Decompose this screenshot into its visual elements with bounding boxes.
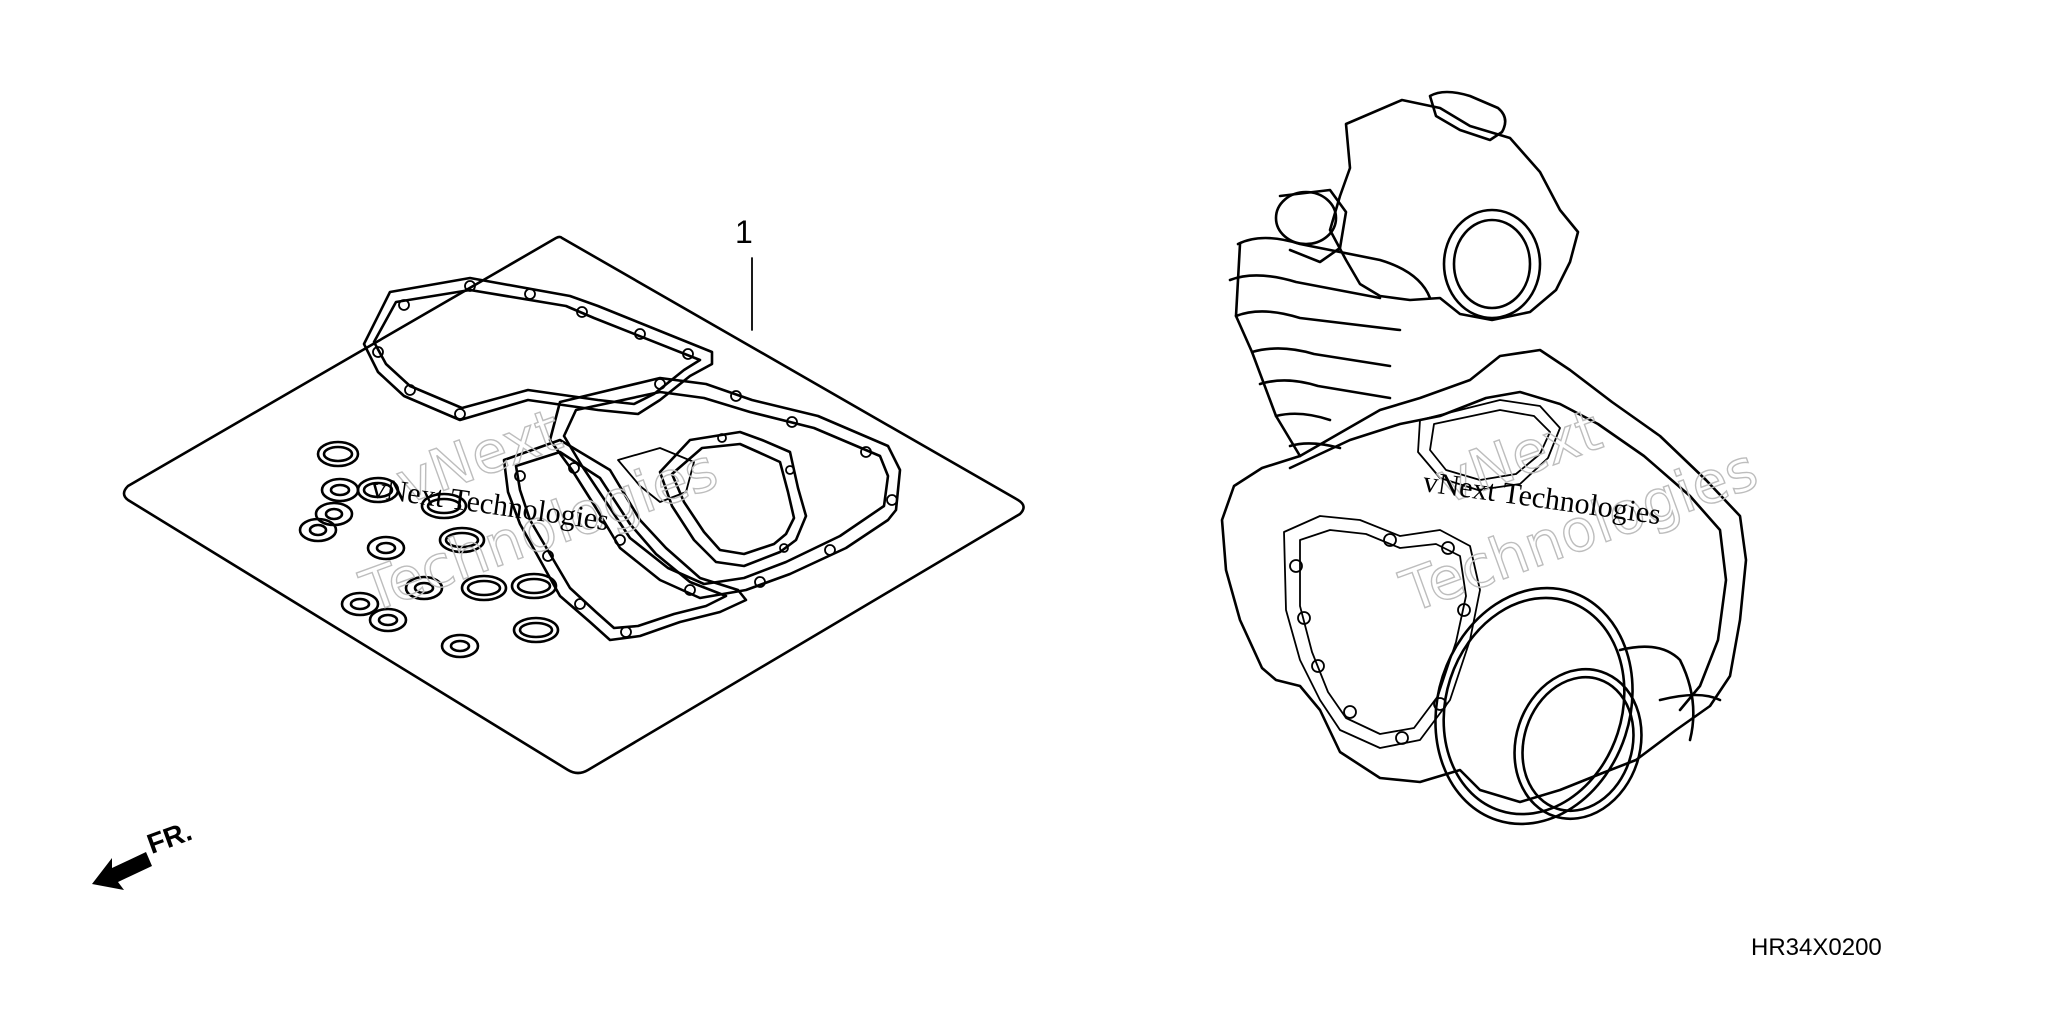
- gasket-kit-illustration: [122, 235, 1025, 775]
- o-ring-set: [298, 440, 560, 659]
- part-reference-number: 1: [735, 214, 753, 250]
- drawing-code: HR34X0200: [1751, 934, 1882, 961]
- arrow-front-direction-icon: [92, 852, 152, 890]
- gasket-sheet-outline: [122, 235, 1025, 775]
- cover-gasket-small: [617, 430, 808, 568]
- engine-illustration: [1220, 90, 1748, 826]
- crankcase-gasket-middle: [548, 376, 902, 600]
- cover-gasket-upper: [362, 276, 714, 422]
- crankcase-gasket-lower: [502, 438, 748, 642]
